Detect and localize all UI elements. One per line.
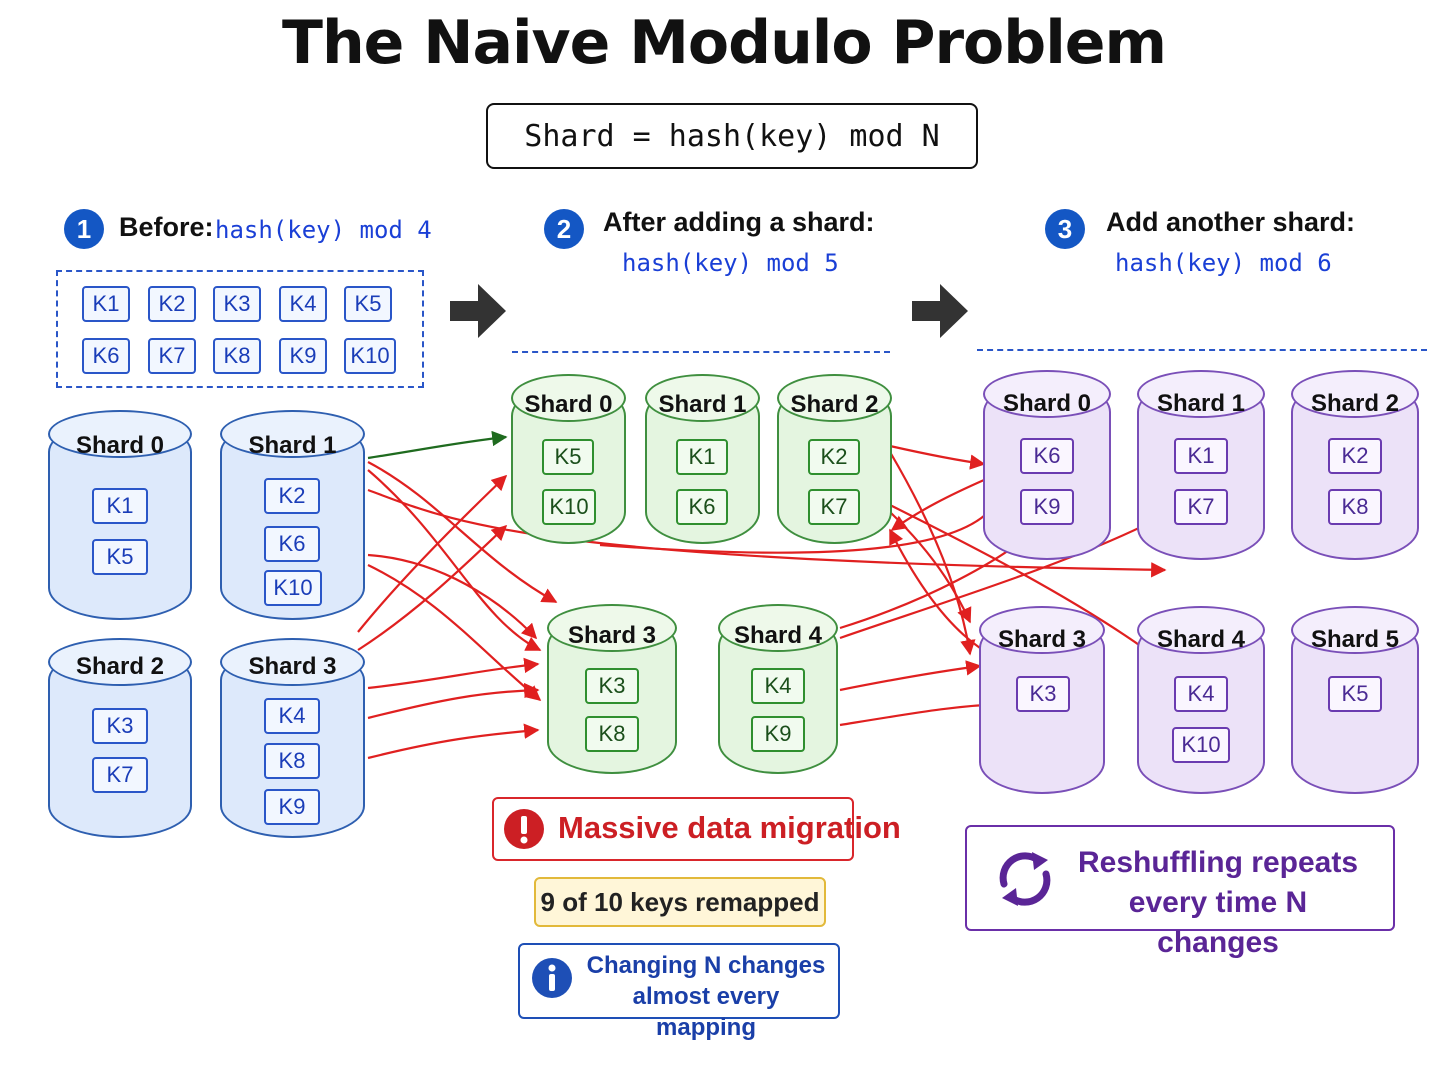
shard-label: Shard 1 [248, 432, 337, 459]
migration-alert-box [492, 797, 854, 861]
key-chip: K10 [1172, 727, 1230, 763]
step-3-badge: 3 [1045, 209, 1085, 249]
right-arrow-icon [450, 284, 506, 338]
step-1-code: hash(key) mod 4 [215, 216, 432, 244]
key-chip: K3 [1016, 676, 1070, 712]
phase2-shard-1: Shard 1 K1 K6 [645, 374, 760, 544]
phase2-shard-2: Shard 2 K2 K7 [777, 374, 892, 544]
key-chip: K5 [542, 439, 594, 475]
phase3-shard-0: Shard 0 K6 K9 [983, 370, 1111, 560]
step-3-code: hash(key) mod 6 [1115, 249, 1332, 277]
key-chip: K3 [92, 708, 148, 744]
formula-box: Shard = hash(key) mod N [486, 103, 978, 169]
step-2-label: After adding a shard: [603, 207, 875, 237]
key-chip: K2 [1328, 438, 1382, 474]
key-chip: K2 [264, 478, 320, 514]
shard-label: Shard 2 [790, 391, 879, 418]
key-chip: K8 [213, 338, 261, 374]
key-chip: K8 [1328, 489, 1382, 525]
phase1-shard-1: Shard 1 K2 K6 K10 [220, 410, 365, 620]
key-chip: K6 [264, 526, 320, 562]
key-chip: K7 [808, 489, 860, 525]
key-chip: K4 [264, 698, 320, 734]
phase2-shard-3: Shard 3 K3 K8 [547, 604, 677, 774]
shard-label: Shard 2 [75, 653, 165, 680]
phase3-shard-5: Shard 5 K5 [1291, 606, 1419, 794]
key-chip: K6 [1020, 438, 1074, 474]
key-chip: K8 [585, 716, 639, 752]
right-arrow-icon [912, 284, 968, 338]
shard-label: Shard 2 [1310, 390, 1400, 417]
key-chip: K10 [542, 489, 596, 525]
key-chip: K7 [1174, 489, 1228, 525]
shard-label: Shard 3 [997, 626, 1087, 653]
shard-label: Shard 1 [658, 391, 747, 418]
shard-label: Shard 1 [1156, 390, 1246, 417]
step-2-badge: 2 [544, 209, 584, 249]
key-chip: K3 [585, 668, 639, 704]
shard-label: Shard 0 [1002, 390, 1092, 417]
key-chip: K3 [213, 286, 261, 322]
migration-alert-text: Massive data migration [558, 810, 901, 845]
key-chip: K5 [344, 286, 392, 322]
key-chip: K1 [676, 439, 728, 475]
phase3-shard-1: Shard 1 K1 K7 [1137, 370, 1265, 560]
info-text: Changing N changes almost every mapping [586, 952, 826, 1041]
phase3-shard-2: Shard 2 K2 K8 [1291, 370, 1419, 560]
phase2-shard-0: Shard 0 K5 K10 [511, 374, 626, 544]
key-chip: K9 [1020, 489, 1074, 525]
shard-label: Shard 4 [1156, 626, 1246, 653]
cycle-arrows-icon [999, 852, 1051, 906]
shard-label: Shard 0 [524, 391, 613, 418]
shard-label: Shard 3 [248, 653, 337, 680]
key-chip: K10 [344, 338, 396, 374]
key-chip: K9 [751, 716, 805, 752]
keys-remapped-badge: 9 of 10 keys remapped [534, 877, 826, 927]
phase3-shard-4: Shard 4 K4 K10 [1137, 606, 1265, 794]
phase1-shard-2: Shard 2 K3 K7 [48, 638, 192, 838]
step-3-label: Add another shard: [1106, 207, 1356, 237]
diagram-title: The Naive Modulo Problem [282, 8, 1167, 78]
shard-label: Shard 4 [733, 622, 823, 649]
key-chip: K9 [264, 789, 320, 825]
key-chip: K1 [1174, 438, 1228, 474]
info-icon [532, 958, 572, 998]
phase3-shard-3: Shard 3 K3 [979, 606, 1105, 794]
shard-label: Shard 5 [1310, 626, 1400, 653]
step-2-code: hash(key) mod 5 [622, 249, 839, 277]
phase-3-divider [977, 349, 1427, 351]
key-chip: K4 [751, 668, 805, 704]
key-chip: K9 [279, 338, 327, 374]
key-chip: K4 [1174, 676, 1228, 712]
key-chip: K5 [92, 539, 148, 575]
key-chip: K10 [264, 570, 322, 606]
step-1-badge: 1 [64, 209, 104, 249]
key-chip: K5 [1328, 676, 1382, 712]
exclamation-icon [504, 809, 544, 849]
key-chip: K1 [92, 488, 148, 524]
phase2-shard-4: Shard 4 K4 K9 [718, 604, 838, 774]
key-chip: K7 [148, 338, 196, 374]
reshuffle-text: Reshuffling repeats every time N changes [1077, 846, 1359, 959]
shard-label: Shard 0 [75, 432, 165, 459]
step-1-label: Before: [119, 212, 214, 242]
key-chip: K6 [676, 489, 728, 525]
phase1-shard-3: Shard 3 K4 K8 K9 [220, 638, 365, 838]
reshuffle-box [965, 825, 1395, 931]
phase-2-divider [512, 351, 890, 353]
key-chip: K4 [279, 286, 327, 322]
key-chip: K8 [264, 743, 320, 779]
key-chip: K6 [82, 338, 130, 374]
key-chip: K2 [808, 439, 860, 475]
shard-label: Shard 3 [567, 622, 657, 649]
key-list-box: K1 K2 K3 K4 K5 K6 K7 K8 K9 K10 [56, 270, 424, 388]
key-chip: K7 [92, 757, 148, 793]
key-chip: K2 [148, 286, 196, 322]
key-chip: K1 [82, 286, 130, 322]
phase1-shard-0: Shard 0 K1 K5 [48, 410, 192, 620]
